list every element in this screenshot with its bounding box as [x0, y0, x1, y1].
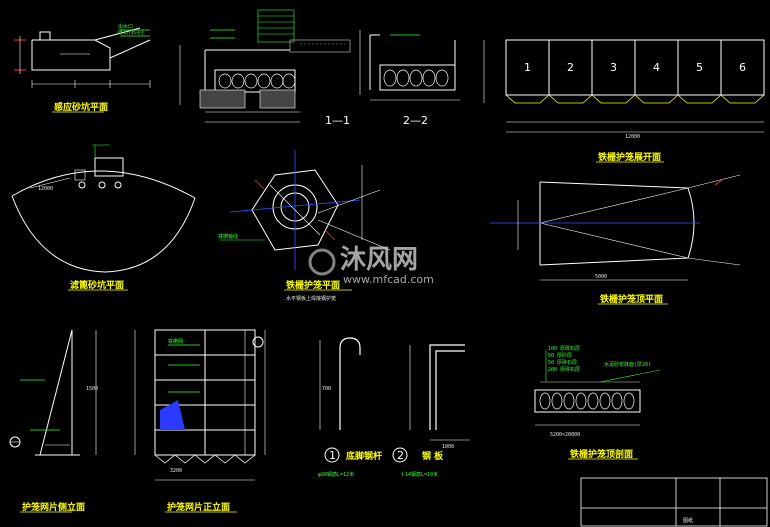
steel-plate-spec: ∮14钢筋L=10米 [400, 471, 438, 478]
front-elevation [134, 329, 266, 481]
dim-elevation-total: 12000 [625, 134, 640, 140]
fill-region [160, 400, 185, 430]
axis-label: 铁栅轴线 [218, 233, 238, 240]
dim-top-plan: 5000 [595, 274, 607, 280]
title-hook-bar: 底脚钢杆 [346, 450, 382, 462]
panel-number: 1 [524, 61, 531, 74]
dim-section: 5200×20000 [550, 432, 580, 438]
filter-label: 水泥砂浆抹面(厚20) [604, 361, 651, 368]
dim-side-height: 1500 [86, 386, 98, 392]
gravel-label: 砾石(石子) [118, 29, 144, 36]
outlet-label: 出水口 [118, 23, 133, 30]
marker-1-number: 1 [329, 449, 336, 462]
stone-block-lower [199, 89, 296, 109]
panel-number: 4 [653, 61, 660, 74]
dim-plate: 1000 [442, 444, 454, 450]
dim-hook: 700 [322, 386, 331, 392]
hook-bar [319, 337, 361, 430]
layer-item: 100 厚砾石层 [548, 345, 580, 352]
cage-plan [220, 150, 391, 270]
title-front-elevation: 护笼网片正立面 [167, 501, 230, 513]
panel-number: 6 [739, 61, 746, 74]
panel-number: 2 [567, 61, 574, 74]
title-fan-plan: 滤篦砂坑平面 [70, 279, 124, 291]
title-steel-plate: 钢 板 [422, 450, 444, 462]
layer-item: 200 厚碎石层 [548, 366, 580, 373]
panel-numbers: 1 2 3 4 5 6 [524, 61, 746, 74]
top-plan [490, 174, 741, 281]
hook-bar-spec: φ20钢筋L=12米 [318, 471, 354, 478]
panel-number: 5 [696, 61, 703, 74]
title-cage-elevation: 铁栅护笼展开面 [598, 151, 661, 163]
title-section-2-2: 2—2 [403, 114, 428, 127]
watermark-logo-icon [308, 248, 336, 276]
title-top-section: 铁栅护笼顶剖面 [570, 448, 633, 460]
title-cage-plan: 铁栅护笼平面 [286, 279, 340, 291]
title-side-elevation: 护笼网片侧立面 [22, 501, 85, 513]
cage-elevation [483, 39, 765, 133]
watermark-brand: 沐风网 [340, 245, 418, 275]
fan-plan [11, 144, 196, 273]
dim-fan: 12000 [38, 186, 53, 192]
layer-legend: 100 厚砾石层 50 厚砂层 50 厚碎石层 200 厚碎石层 [548, 345, 580, 373]
layer-item: 50 厚碎石层 [548, 359, 577, 366]
title-section-1-1: 1—1 [325, 114, 350, 127]
marker-1: 1 [324, 447, 340, 463]
side-elevation [9, 329, 97, 456]
section-1-1 [179, 9, 351, 123]
marker-2: 2 [392, 447, 408, 463]
watermark: 沐风网 www.mfcad.com [308, 245, 434, 286]
watermark-url: www.mfcad.com [343, 273, 434, 286]
marker-2-number: 2 [397, 449, 404, 462]
note-weld: 水平钢板上焊接钢护笼 [286, 295, 336, 302]
title-block [580, 477, 768, 527]
sand-pit-plan [14, 27, 151, 88]
title-top-plan: 铁栅护笼顶平面 [600, 293, 663, 305]
top-section [534, 350, 661, 426]
dim-front: 3200 [170, 468, 182, 474]
section-2-2 [359, 30, 460, 101]
layer-item: 50 厚砂层 [548, 352, 572, 359]
grid-label: 铁栅网 [168, 338, 183, 345]
title-block-sheet: 图纸 [683, 517, 693, 524]
steel-plate [409, 344, 470, 441]
title-sand-pit-plan: 感应砂坑平面 [54, 101, 108, 113]
panel-number: 3 [610, 61, 617, 74]
